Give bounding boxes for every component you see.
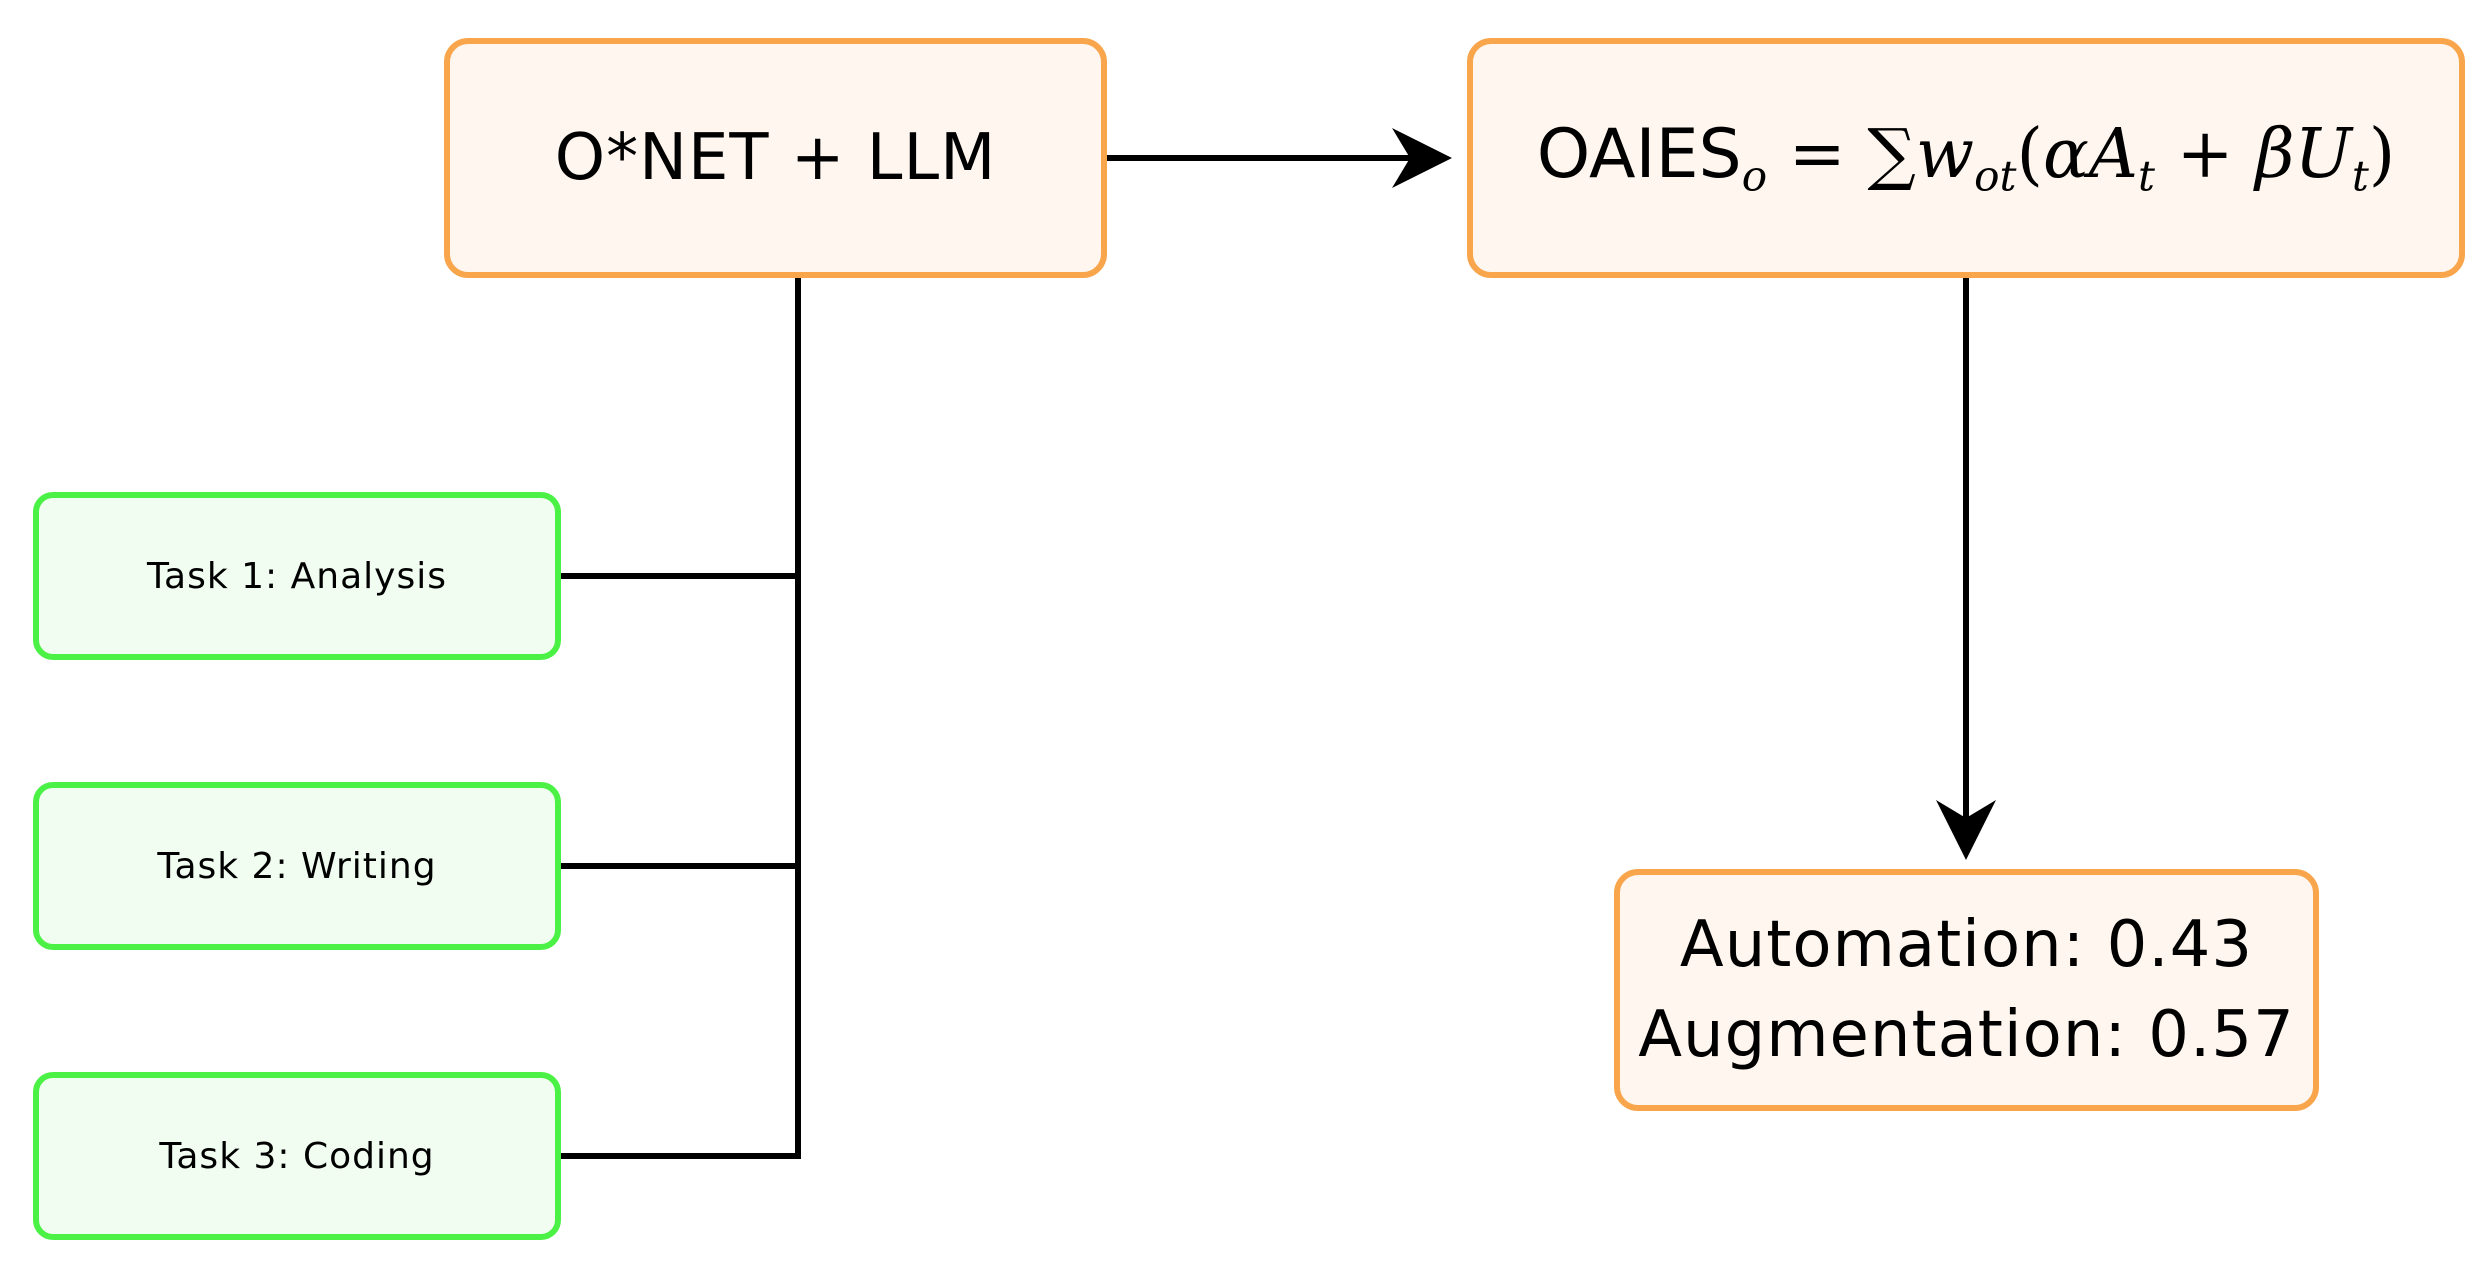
formula-weight: w — [1915, 115, 1975, 195]
formula-beta: β — [2255, 115, 2295, 195]
formula-sum: ∑ — [1867, 115, 1916, 195]
formula-plus: + — [2176, 115, 2234, 195]
formula-u-subscript: t — [2351, 151, 2369, 201]
result-node: Automation: 0.43 Augmentation: 0.57 — [1614, 869, 2319, 1111]
formula-lhs: OAIES — [1536, 115, 1742, 195]
formula-u-var: U — [2294, 115, 2352, 195]
task-label: Task 3: Coding — [159, 1135, 435, 1177]
task-node-analysis: Task 1: Analysis — [33, 492, 561, 660]
formula-equals: = — [1788, 115, 1846, 195]
task-node-writing: Task 2: Writing — [33, 782, 561, 950]
task-label: Task 1: Analysis — [147, 555, 447, 597]
task-label: Task 2: Writing — [157, 845, 437, 887]
source-node-label: O*NET + LLM — [554, 121, 997, 195]
formula-alpha: α — [2042, 115, 2089, 195]
formula-open-paren: ( — [2016, 115, 2043, 195]
formula-a-var: A — [2088, 115, 2138, 195]
oaies-formula: OAIESo = ∑wot(αAt + βUt) — [1537, 115, 2396, 200]
formula-a-subscript: t — [2138, 151, 2155, 201]
formula-close-paren: ) — [2368, 115, 2396, 195]
source-node: O*NET + LLM — [444, 38, 1107, 278]
formula-weight-subscript: ot — [1974, 151, 2017, 201]
augmentation-score: Augmentation: 0.57 — [1638, 998, 2295, 1072]
task-node-coding: Task 3: Coding — [33, 1072, 561, 1240]
formula-lhs-subscript: o — [1741, 151, 1768, 201]
automation-score: Automation: 0.43 — [1679, 908, 2254, 982]
formula-node: OAIESo = ∑wot(αAt + βUt) — [1467, 38, 2465, 278]
